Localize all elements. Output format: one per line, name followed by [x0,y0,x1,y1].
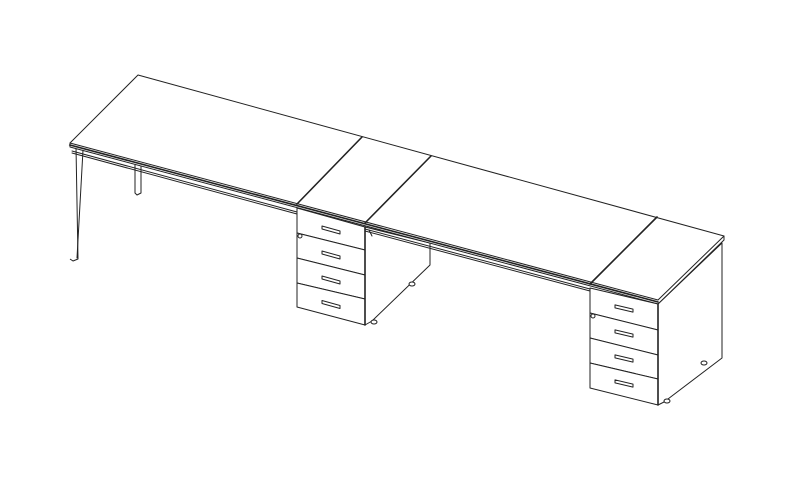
pedestal-1-front [296,207,366,326]
lock-icon [590,313,596,319]
top-seam [364,155,432,224]
frame-rail [71,150,591,292]
drawer-handle[interactable] [614,354,634,363]
drawer-handle[interactable] [321,299,341,310]
top-seam [296,136,363,205]
front-left-leg [68,144,84,262]
drawer-handle[interactable] [321,275,341,285]
top-seam [589,216,658,285]
pedestal-2-front [589,287,659,406]
foot [663,398,671,404]
drawer-handle[interactable] [614,379,634,388]
foot [370,319,378,325]
foot [700,360,708,366]
drawer-handle[interactable] [614,329,634,338]
drawer[interactable] [296,232,366,276]
pedestal-1-side [364,226,431,326]
drawer-handle[interactable] [614,304,634,313]
lock-icon [297,233,303,239]
foot [408,281,416,287]
drawer-handle[interactable] [321,250,341,260]
drawer-handle[interactable] [321,225,341,235]
back-left-leg [134,162,142,196]
